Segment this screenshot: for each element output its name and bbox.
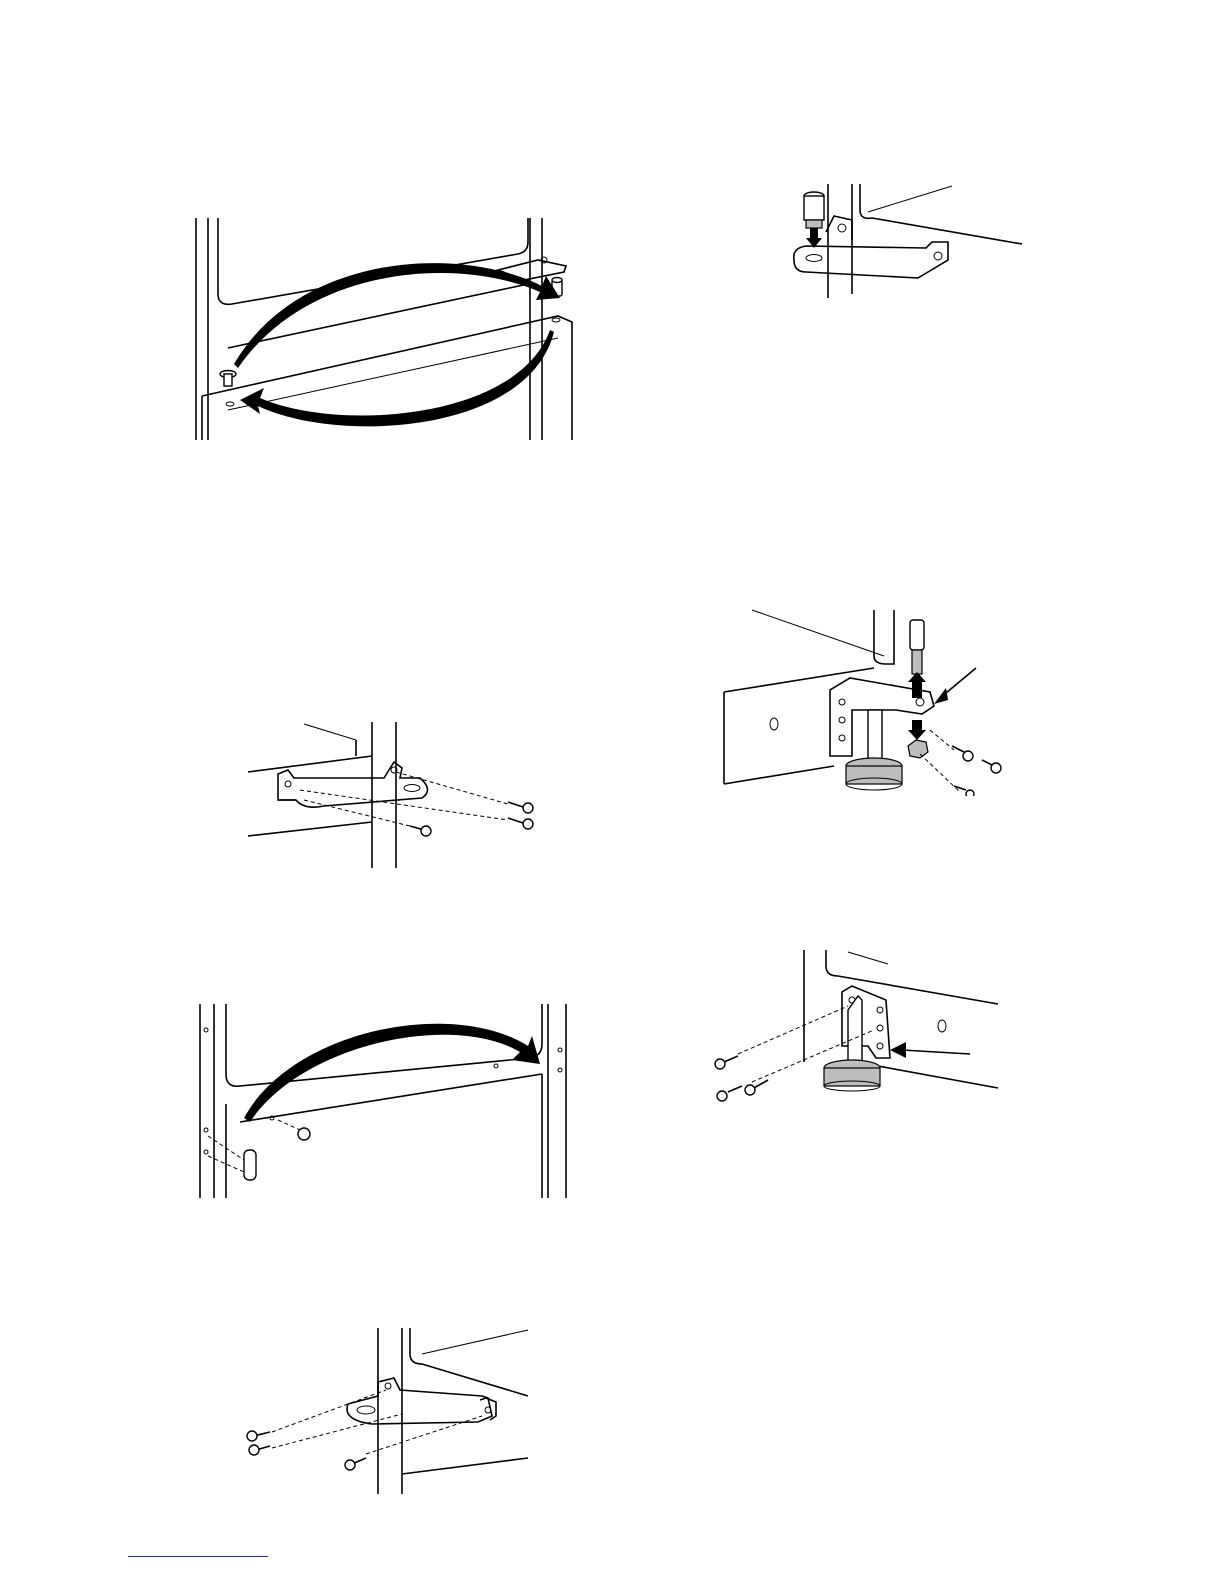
figure-hinge-pin-insert (786, 180, 1030, 300)
figure-bottom-hinge-removal (720, 606, 1012, 796)
figure-bottom-hinge-install (708, 946, 1002, 1110)
screw-icon (410, 802, 533, 836)
figure-door-stop-relocation (192, 1000, 580, 1200)
screw-icon (952, 746, 1001, 796)
figure-top-hinge-bracket (244, 718, 538, 870)
footnote-rule (128, 1556, 268, 1557)
figure-center-hinge-bracket (242, 1324, 534, 1498)
screw-icon (247, 1431, 366, 1470)
figure-hinge-pin-swap (188, 214, 580, 444)
